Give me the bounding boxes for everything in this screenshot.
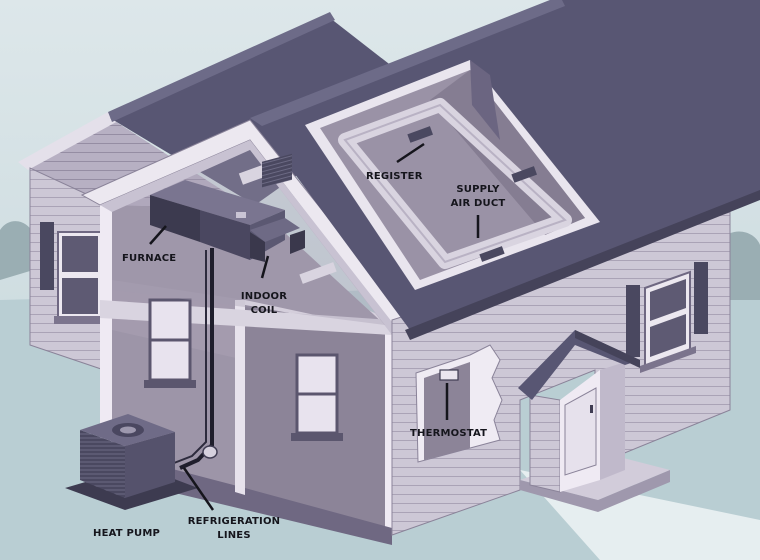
label-supply-air-duct-line1: SUPPLY <box>448 183 508 197</box>
shutter-right-b <box>694 262 708 334</box>
label-refrigeration-lines-line2: LINES <box>186 529 282 543</box>
label-indoor-coil-line1: INDOOR <box>239 290 289 304</box>
label-supply-air-duct-line2: AIR DUCT <box>448 197 508 211</box>
thermostat-device <box>440 370 458 380</box>
sill-left-wing <box>54 316 106 324</box>
label-thermostat: THERMOSTAT <box>410 427 487 441</box>
label-register: REGISTER <box>366 170 423 184</box>
label-refrigeration-lines-line1: REFRIGERATION <box>186 515 282 529</box>
label-indoor-coil-line2: COIL <box>239 304 289 318</box>
shutter-left-a <box>40 222 54 290</box>
label-heat-pump: HEAT PUMP <box>93 527 160 541</box>
shutter-right-a <box>626 285 640 357</box>
label-furnace: FURNACE <box>122 252 176 266</box>
partition-wall <box>235 300 245 495</box>
